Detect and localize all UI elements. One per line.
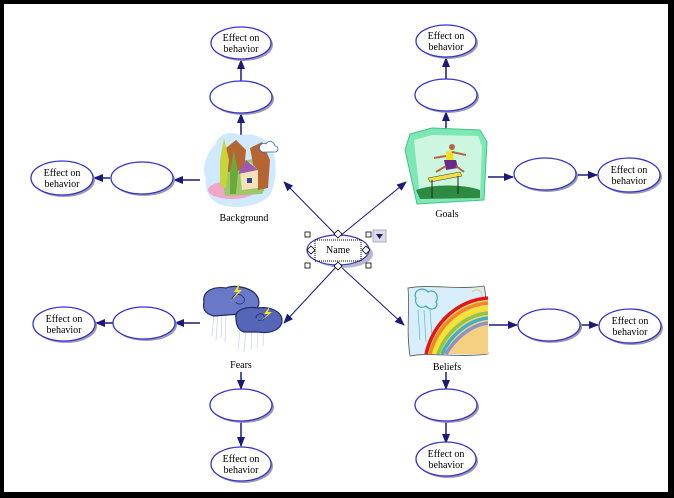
chevron-down-icon: [376, 234, 383, 239]
node-shape: [110, 161, 174, 195]
background-label: Background: [220, 213, 269, 224]
goals-up-blank-node[interactable]: [414, 78, 479, 113]
hurdler-clipart-icon: [404, 127, 488, 205]
node-shape: [517, 308, 581, 342]
background-left-blank-node[interactable]: [110, 161, 175, 196]
text-edit-box: [314, 239, 362, 262]
fears-down-blank-node[interactable]: [209, 388, 274, 423]
node-shape: [209, 388, 273, 422]
node-label-line2: behavior: [612, 176, 648, 187]
rainbow-clipart-icon: [407, 285, 489, 357]
node-shape: [414, 388, 478, 422]
node-label-line2: behavior: [429, 460, 465, 471]
node-shape: [210, 446, 272, 482]
node-label-line1: Effect on: [428, 449, 465, 460]
node-shape: [209, 80, 273, 114]
node-label-line2: behavior: [45, 179, 81, 190]
node-label-line2: behavior: [224, 44, 260, 55]
connector-center-goals: [339, 181, 407, 237]
node-shape: [415, 441, 477, 477]
fears-picture[interactable]: Fears: [202, 282, 283, 371]
background-picture[interactable]: Background: [203, 133, 279, 224]
node-label-line1: Effect on: [612, 316, 649, 327]
beliefs-label: Beliefs: [433, 362, 461, 373]
goals-right-blank-node[interactable]: [513, 157, 578, 192]
goals-picture[interactable]: Goals: [404, 127, 488, 220]
node-menu-dropdown-button[interactable]: [372, 229, 387, 243]
goals-label: Goals: [435, 209, 458, 220]
connector-center-fears: [283, 265, 338, 324]
node-shape: [414, 78, 478, 112]
node-shape: [210, 26, 272, 60]
center-node[interactable]: Name: [304, 229, 387, 271]
connector-center-background: [283, 181, 338, 237]
background-up-blank-node[interactable]: [209, 80, 274, 115]
node-label-line1: Effect on: [46, 314, 83, 325]
beliefs-picture[interactable]: Beliefs: [407, 285, 489, 373]
node-label-line2: behavior: [47, 325, 83, 336]
house-hills-clipart-icon: [203, 133, 279, 207]
selection-handles[interactable]: [304, 229, 372, 271]
node-label-line1: Effect on: [44, 168, 81, 179]
node-shape: [112, 306, 176, 340]
node-label-line1: Effect on: [611, 165, 648, 176]
node-shape: [415, 24, 477, 58]
node-shape: [32, 306, 96, 342]
connector-center-beliefs: [339, 265, 405, 326]
node-shape: [597, 157, 661, 193]
node-label-line1: Effect on: [428, 31, 465, 42]
fears-left-blank-node[interactable]: [112, 306, 177, 341]
node-shape: [30, 160, 94, 196]
fears-label: Fears: [230, 360, 252, 371]
node-shape: [513, 157, 577, 191]
node-label-line2: behavior: [613, 327, 649, 338]
beliefs-down-blank-node[interactable]: [414, 388, 479, 423]
beliefs-right-blank-node[interactable]: [517, 308, 582, 343]
center-node-label: Name: [326, 245, 350, 256]
node-label-line2: behavior: [224, 465, 260, 476]
node-label-line1: Effect on: [223, 454, 260, 465]
node-label-line1: Effect on: [223, 33, 260, 44]
node-shape: [598, 308, 662, 344]
storm-clouds-clipart-icon: [202, 282, 283, 353]
node-label-line2: behavior: [429, 42, 465, 53]
center-connectors: [283, 181, 407, 326]
